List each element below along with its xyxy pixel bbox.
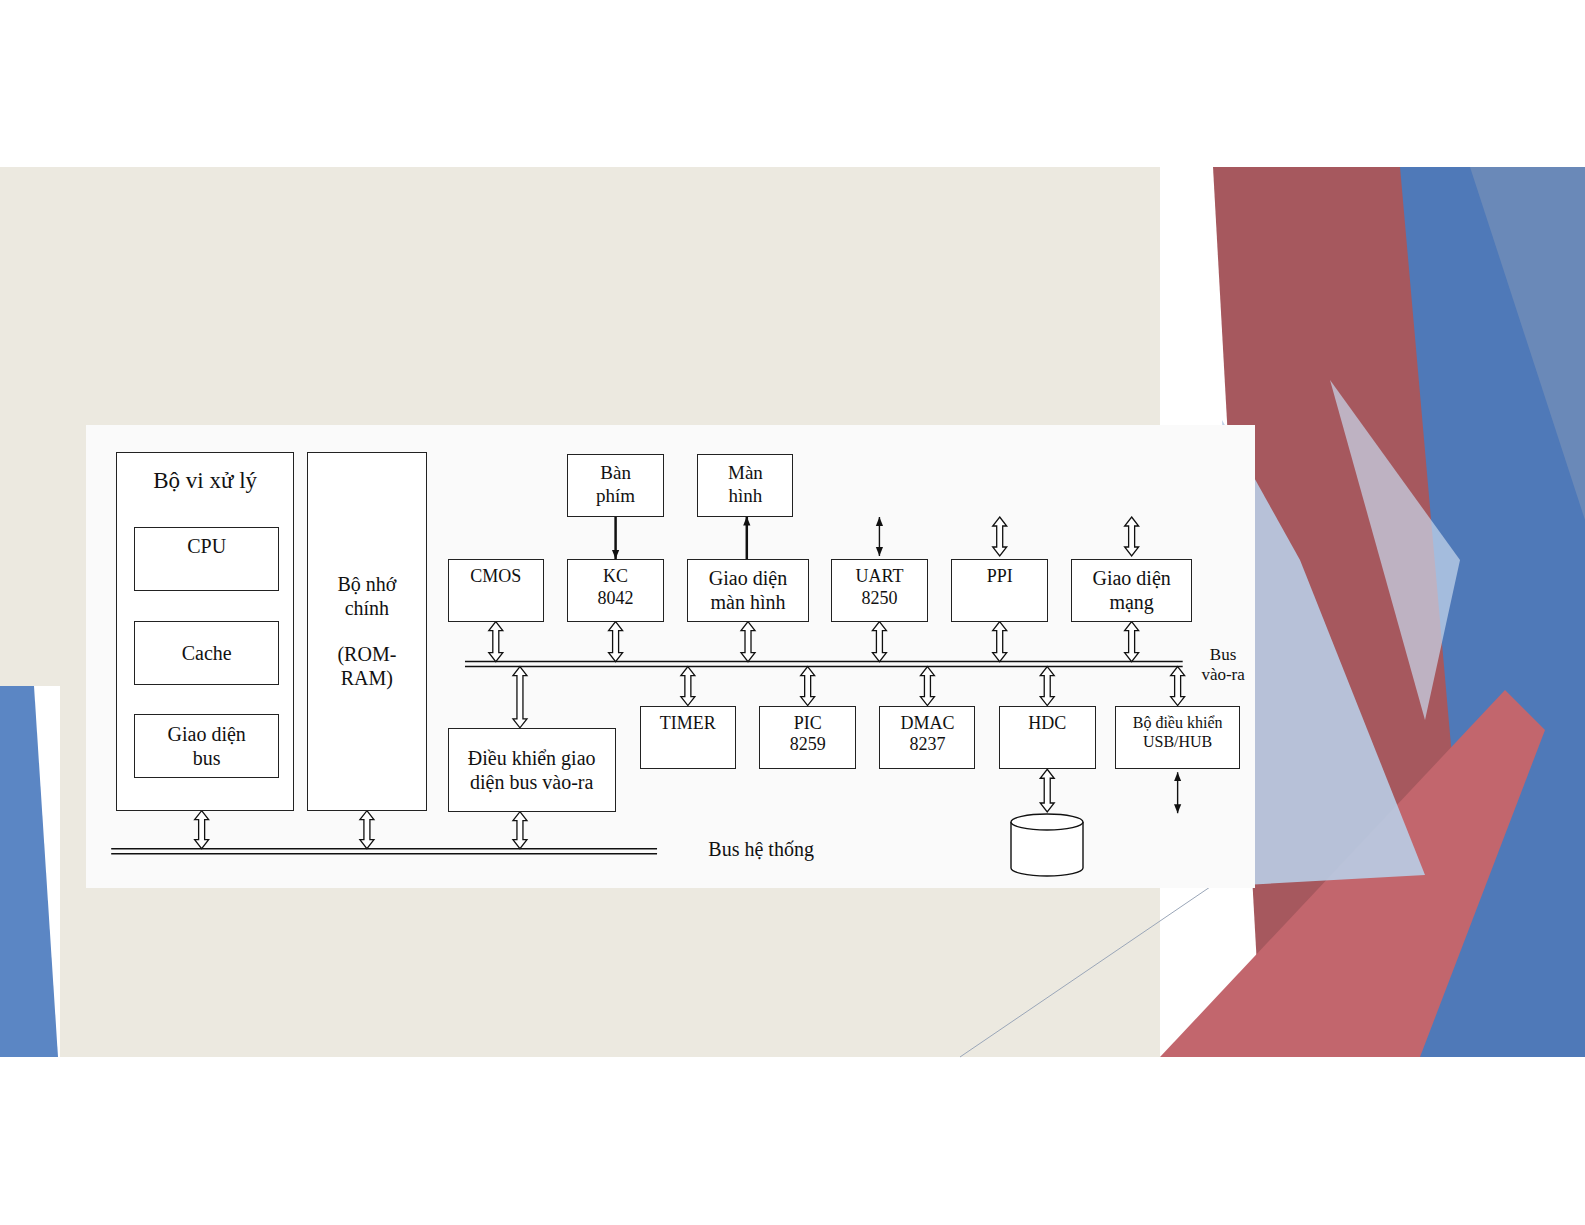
network-interface-box: Giao diện mạng: [1071, 559, 1191, 622]
diagram-panel: [86, 425, 1255, 888]
beige-panel: [0, 167, 1160, 1057]
processor-group: Bộ vi xử lý CPU CacheGiao diện bus: [116, 452, 294, 811]
box-label: HDC: [1028, 713, 1066, 735]
box-label: (ROM-RAM): [317, 642, 417, 690]
memory-box: Bộ nhớ chính (ROM-RAM): [307, 452, 426, 811]
bus-arrow: [801, 667, 815, 706]
box-label: Giao diện màn hình: [692, 566, 803, 614]
blue-band-light: [1470, 167, 1585, 520]
box-label: CMOS: [470, 566, 521, 588]
monitor-box: Màn hình: [697, 454, 793, 517]
cmos-box: CMOS: [448, 559, 544, 622]
ppi-box: PPI: [951, 559, 1048, 622]
arrow-connector: [614, 517, 617, 559]
box-label: Bàn phím: [586, 462, 646, 508]
blue-sliver: [0, 686, 58, 1057]
cache-box: Cache: [134, 621, 280, 685]
bus-arrow: [993, 622, 1007, 662]
bus-arrow: [681, 667, 695, 706]
bus-arrow: [1040, 769, 1054, 812]
external-arrow: [879, 517, 880, 556]
bus-interface-box: Giao diện bus: [134, 714, 280, 778]
bus-arrow: [741, 622, 755, 662]
bus-arrow: [920, 667, 934, 706]
box-label: PIC 8259: [778, 713, 838, 756]
box-label: Màn hình: [715, 462, 775, 508]
timer-box: TIMER: [640, 706, 736, 770]
box-label: PPI: [987, 566, 1013, 588]
bus-arrow: [1171, 667, 1185, 706]
bus-arrow: [993, 517, 1007, 556]
disk-symbol: [1011, 814, 1083, 876]
controller-box: KC 8042: [567, 559, 664, 622]
white-strip: [0, 686, 60, 1057]
bus-line: [111, 848, 657, 850]
bus-arrow: [195, 811, 209, 849]
cpu-box: CPU: [134, 527, 280, 591]
bus-arrow: [513, 667, 527, 728]
box-label: Bộ nhớ chính: [317, 572, 417, 620]
group-heading: Bộ vi xử lý: [153, 467, 257, 495]
bus-arrow: [1125, 622, 1139, 662]
bus-line: [465, 661, 1183, 663]
bus-arrow: [1040, 667, 1054, 706]
bus-arrow: [360, 811, 374, 849]
io-bus-controller-box: Điều khiển giao diện bus vào-ra: [448, 728, 616, 812]
box-label: Giao diện mạng: [1076, 566, 1186, 614]
bus-arrow: [513, 812, 527, 849]
dmac-box: DMAC 8237: [879, 706, 975, 770]
uart-box: UART 8250: [831, 559, 928, 622]
bus-arrow: [609, 622, 623, 662]
box-label: Giao diện bus: [157, 722, 257, 770]
box-label: Điều khiển giao diện bus vào-ra: [467, 746, 597, 794]
usb-controller-box: Bộ điều khiển USB/HUB: [1115, 706, 1240, 770]
box-label: Bộ điều khiển USB/HUB: [1122, 713, 1234, 751]
external-arrow: [1177, 772, 1178, 813]
bus-arrow: [872, 622, 886, 662]
box-label: CPU: [187, 534, 226, 558]
keyboard-box: Bàn phím: [567, 454, 664, 517]
bus-line: [465, 666, 1183, 668]
bus-arrow: [489, 622, 503, 662]
light-blue-band: [1330, 380, 1460, 720]
arrow-connector: [746, 517, 749, 559]
hdc-box: HDC: [999, 706, 1096, 770]
display-interface-box: Giao diện màn hình: [687, 559, 808, 622]
box-label: KC 8042: [591, 566, 641, 609]
pic-box: PIC 8259: [759, 706, 856, 770]
bus-line: [111, 853, 657, 855]
box-label: DMAC 8237: [897, 713, 957, 756]
bus-label: Bus vào-ra: [1193, 645, 1254, 686]
bus-label: Bus hệ thống: [690, 837, 832, 861]
thin-rule: [960, 870, 1235, 1057]
box-label: UART 8250: [849, 566, 909, 609]
bus-arrow: [1125, 517, 1139, 556]
box-label: Cache: [182, 641, 232, 665]
box-label: TIMER: [660, 713, 716, 735]
